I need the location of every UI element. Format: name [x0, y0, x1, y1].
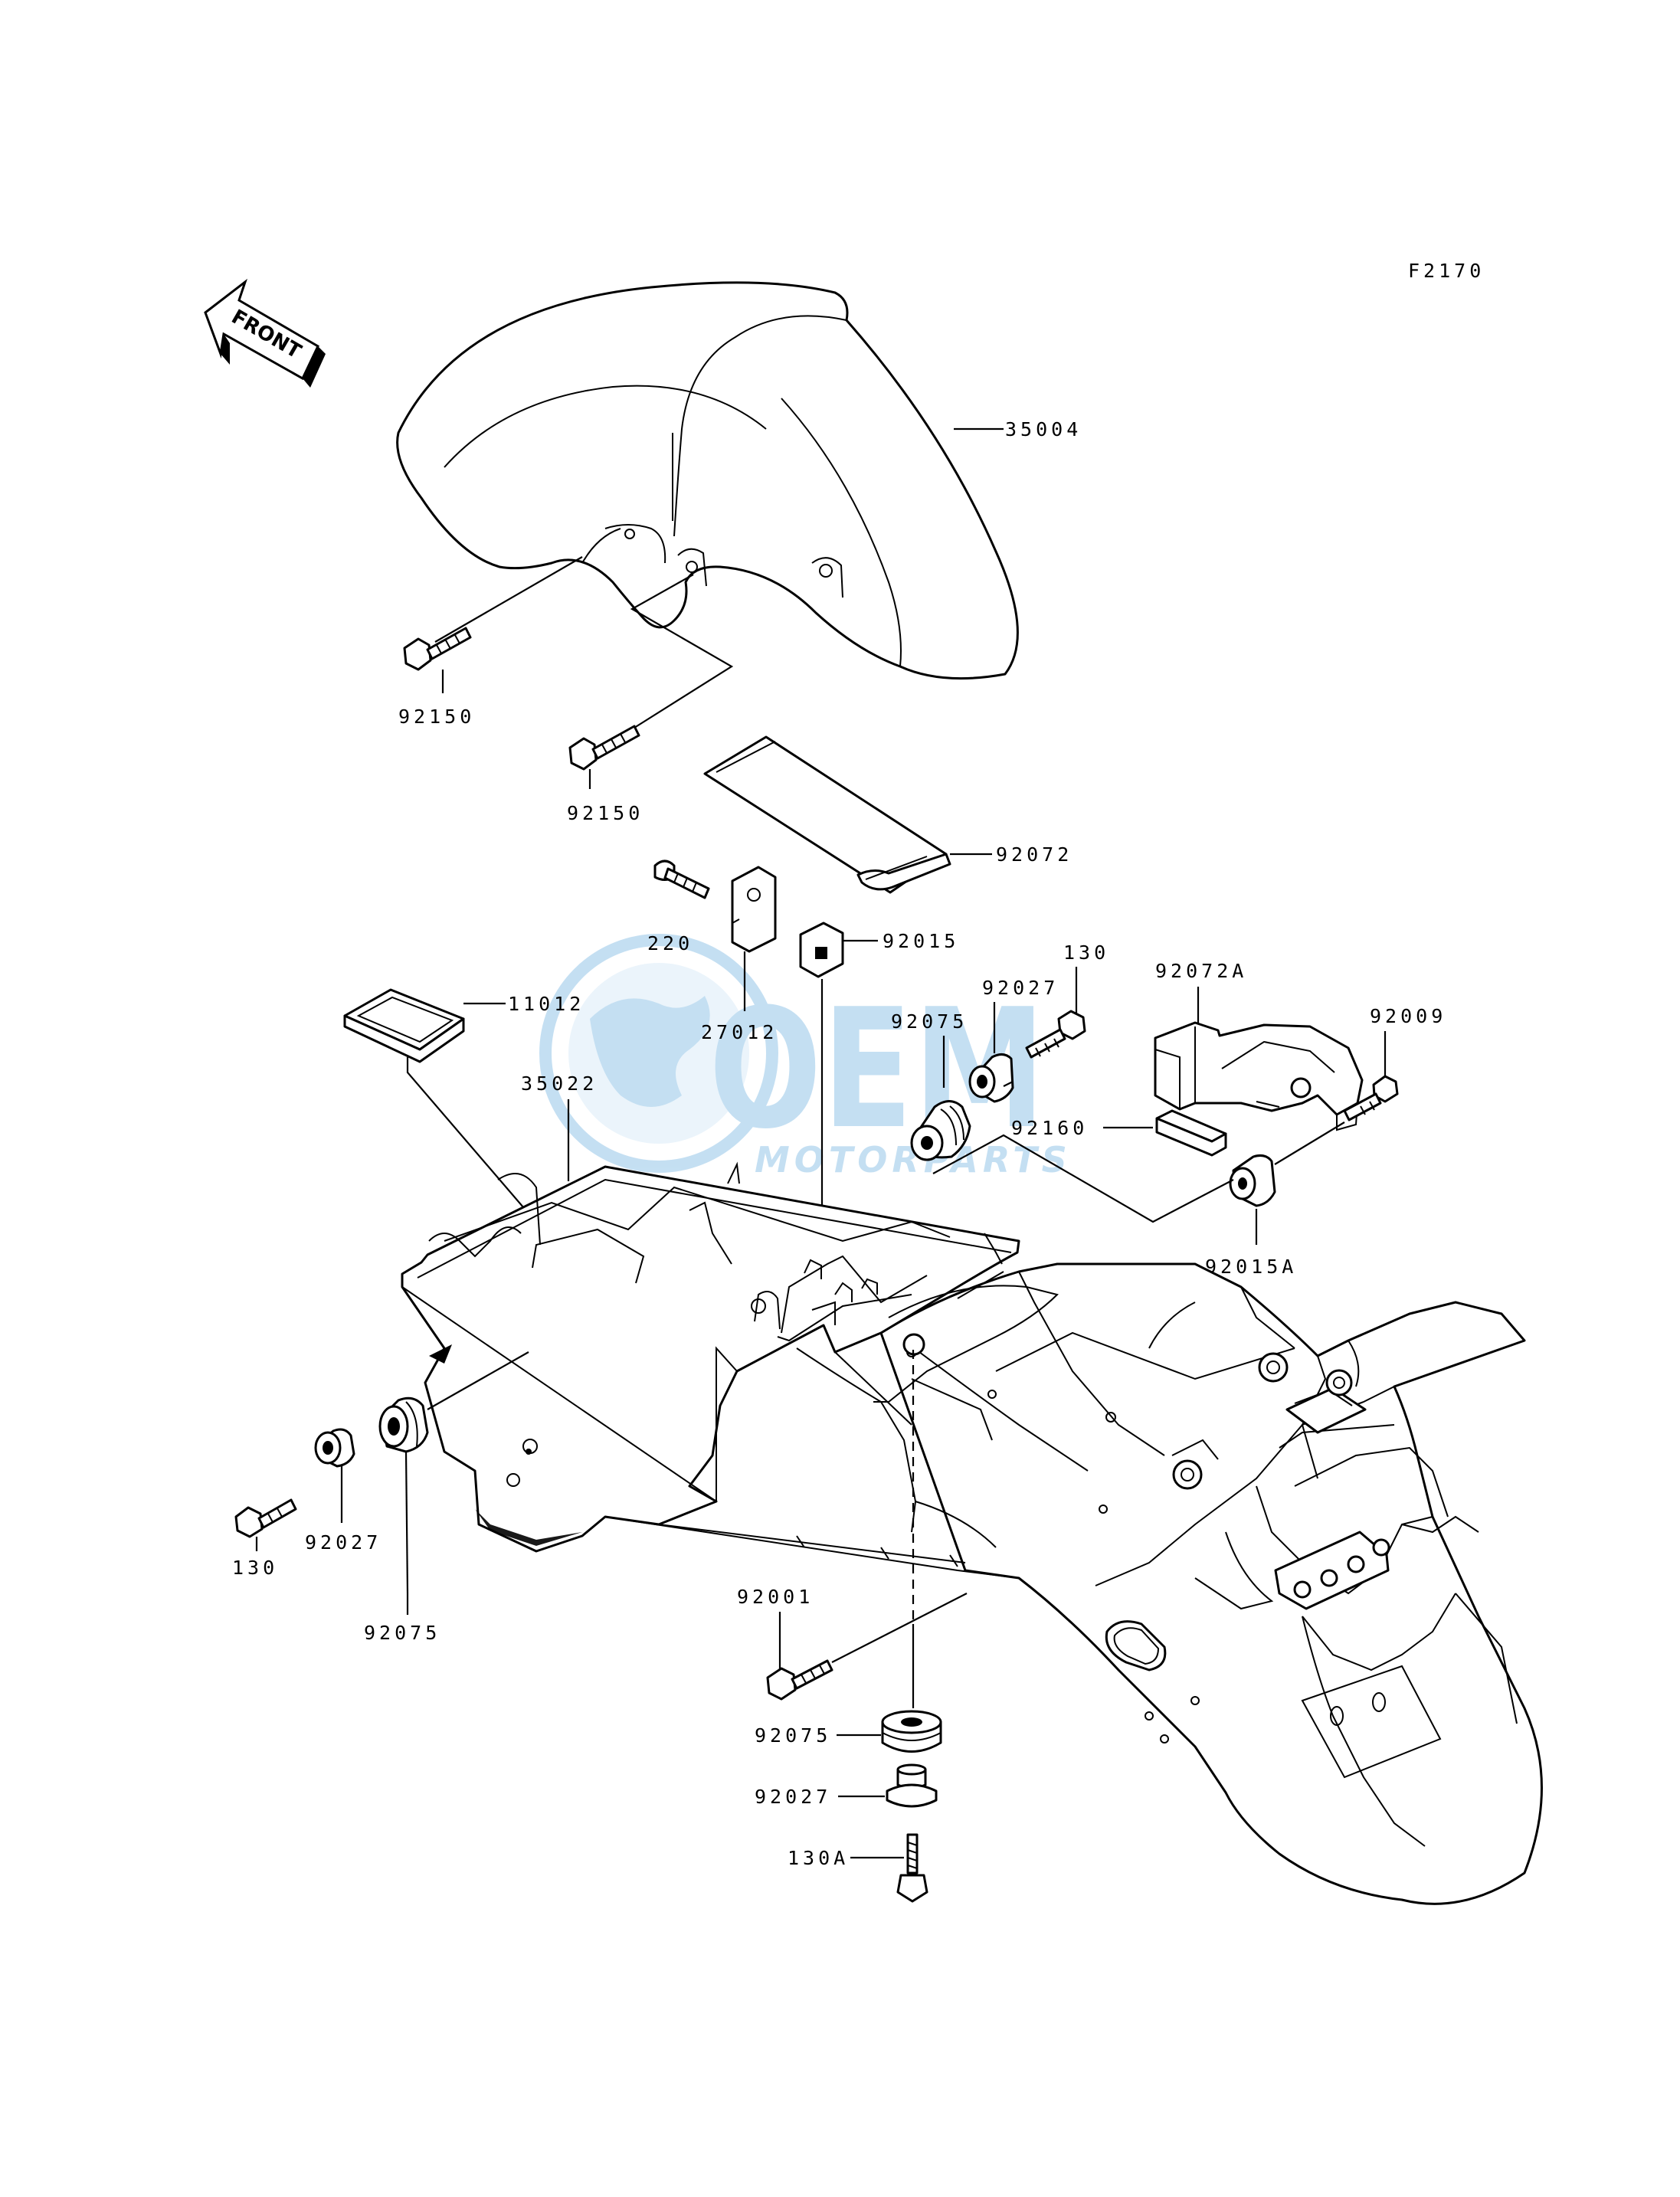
bolt-icon — [1025, 1010, 1086, 1059]
label-35004: 35004 — [1005, 418, 1082, 440]
grommet — [378, 1396, 429, 1453]
grommet — [910, 1100, 971, 1161]
label-130-a: 130 — [232, 1557, 278, 1579]
bracket — [731, 866, 777, 953]
label-220: 220 — [647, 932, 693, 954]
label-27012: 27012 — [701, 1021, 778, 1043]
collar — [314, 1428, 355, 1468]
label-11012: 11012 — [508, 993, 585, 1015]
label-92027-c: 92027 — [755, 1786, 831, 1808]
label-92015: 92015 — [883, 930, 959, 952]
strap — [703, 735, 951, 894]
label-92015A: 92015A — [1205, 1256, 1297, 1278]
label-92150-b: 92150 — [567, 802, 644, 824]
label-92009: 92009 — [1370, 1005, 1446, 1027]
rear-fender-undertray — [401, 1161, 1543, 1905]
bracket-92072A — [1154, 1021, 1364, 1131]
cover — [343, 988, 465, 1063]
label-92027-b: 92027 — [982, 977, 1059, 999]
front-arrow-icon: FRONT — [204, 278, 326, 388]
bolt-icon — [403, 627, 472, 671]
watermark: OEM MOTORPARTS — [539, 934, 1067, 1180]
grommet — [881, 1710, 942, 1753]
bolt-icon — [568, 725, 640, 771]
front-fender — [396, 281, 1019, 680]
bolt-icon — [896, 1833, 928, 1903]
figure-code: F2170 — [1408, 260, 1485, 282]
label-92075-c: 92075 — [755, 1724, 831, 1747]
label-130A: 130A — [788, 1847, 849, 1869]
screw-icon — [653, 859, 710, 899]
label-92160: 92160 — [1011, 1117, 1088, 1139]
collar-92015A — [1229, 1154, 1276, 1207]
label-35022: 35022 — [521, 1072, 598, 1095]
label-92072A: 92072A — [1155, 960, 1247, 982]
pad — [1155, 1109, 1227, 1157]
label-92001: 92001 — [737, 1586, 814, 1608]
label-92075-b: 92075 — [891, 1010, 968, 1033]
label-130-b: 130 — [1063, 941, 1109, 964]
bolt-icon — [1343, 1075, 1399, 1121]
bolt-icon — [766, 1659, 833, 1701]
bolt-icon — [234, 1498, 297, 1538]
label-92075-a: 92075 — [364, 1622, 440, 1644]
clip-nut — [799, 922, 844, 978]
label-92150-a: 92150 — [398, 706, 475, 728]
label-92027-a: 92027 — [305, 1531, 382, 1554]
collar — [968, 1053, 1014, 1103]
collar — [886, 1763, 938, 1808]
label-92072: 92072 — [996, 843, 1073, 866]
